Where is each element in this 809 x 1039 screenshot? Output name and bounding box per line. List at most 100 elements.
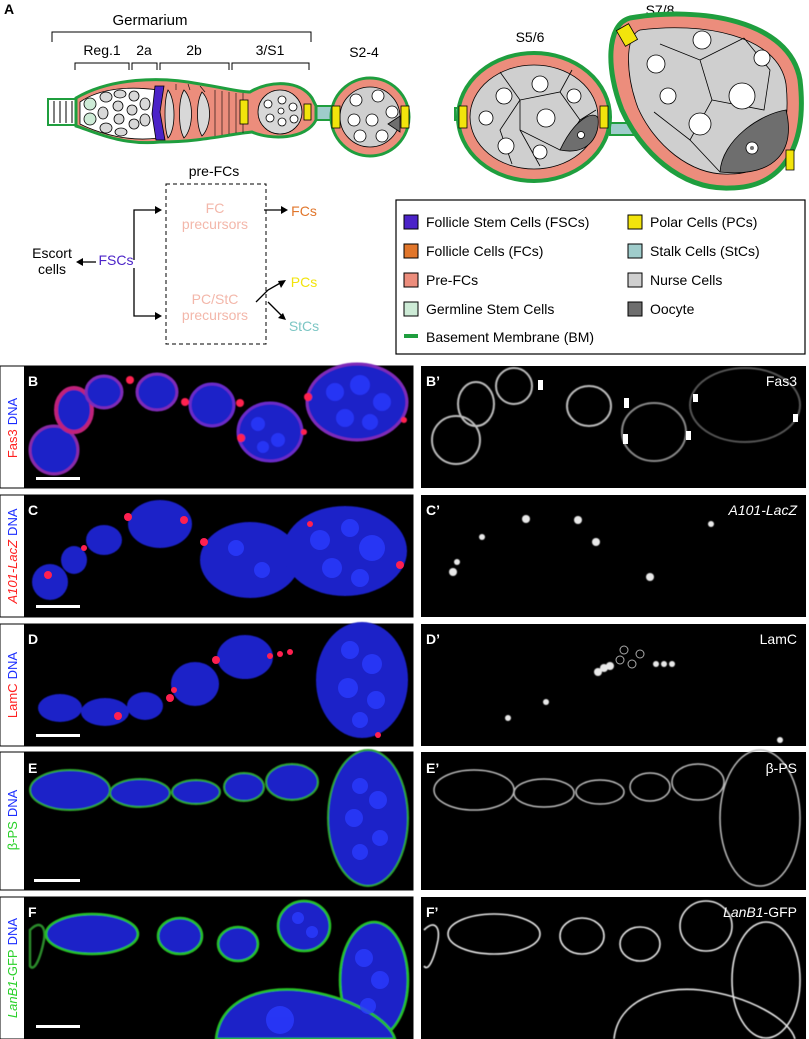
svg-text:Fas3DNA: Fas3DNA bbox=[5, 397, 20, 458]
panel-letter-prime: E’ bbox=[426, 760, 439, 776]
pc-stc-precursors-label: precursors bbox=[182, 307, 248, 323]
scale-bar bbox=[34, 879, 80, 882]
prime-marker-label: Fas3 bbox=[766, 373, 797, 389]
nurse-cell-nuclei bbox=[347, 89, 399, 143]
marker-label: A101-LacZ bbox=[5, 539, 20, 605]
micrograph-single bbox=[421, 752, 806, 890]
ovariole-image-gray bbox=[431, 367, 801, 465]
marker-suffix: -GFP bbox=[5, 949, 20, 980]
dna-label: DNA bbox=[5, 397, 20, 425]
channel-label: LanB1-GFPDNA bbox=[5, 918, 20, 1018]
region-bracket-2b bbox=[159, 62, 230, 70]
stage-label: S5/6 bbox=[516, 29, 545, 45]
fsc-cells bbox=[151, 85, 166, 141]
panel-letter-prime: B’ bbox=[426, 373, 440, 389]
legend-entries: Follicle Stem Cells (FSCs) Polar Cells (… bbox=[403, 214, 760, 345]
region-bracket-3s1 bbox=[231, 62, 310, 70]
scale-bar bbox=[36, 477, 80, 480]
micrograph-single bbox=[421, 897, 806, 1039]
region-2b-cysts bbox=[164, 89, 210, 139]
channel-label: LamC DNA bbox=[5, 652, 20, 718]
oocyte bbox=[719, 109, 789, 174]
panel-letter: D bbox=[28, 631, 38, 647]
panel-letter-prime: F’ bbox=[426, 904, 438, 920]
escort-cells-label: Escort bbox=[32, 245, 72, 261]
legend-swatch bbox=[403, 272, 419, 288]
fas3-signal bbox=[538, 380, 798, 444]
legend-label: Basement Membrane (BM) bbox=[426, 329, 594, 345]
nuclei bbox=[228, 519, 385, 587]
pre-fcs-label: pre-FCs bbox=[189, 163, 240, 179]
legend-label: Follicle Cells (FCs) bbox=[426, 243, 543, 259]
prime-marker-label: LanB1-GFP bbox=[723, 904, 797, 920]
legend-label: Polar Cells (PCs) bbox=[650, 214, 757, 230]
panel-row-e: E β-PSDNA E’ β-PS bbox=[0, 749, 806, 891]
panel-a-letter: A bbox=[4, 1, 14, 17]
svg-text:LamCDNA: LamC DNA bbox=[5, 652, 20, 718]
lacz-signal-gray bbox=[449, 515, 714, 581]
lineage-arrowheads bbox=[76, 206, 288, 320]
lamc-signal-gray bbox=[505, 661, 783, 743]
region-label: Reg.1 bbox=[83, 42, 121, 58]
panel-letter: F bbox=[28, 904, 37, 920]
escort-cells-label: cells bbox=[38, 261, 66, 277]
polar-cells bbox=[303, 103, 312, 121]
region-label: 2b bbox=[186, 42, 202, 58]
panel-row-b: B Fas3DNA B’ Fas3 bbox=[0, 362, 806, 489]
polar-cells bbox=[615, 23, 639, 47]
oocyte-nucleolus bbox=[750, 146, 754, 150]
legend-swatch bbox=[403, 214, 419, 230]
lamc-nuclear-rims bbox=[615, 645, 645, 669]
prime-marker-suffix: -GFP bbox=[764, 904, 797, 920]
stcs-label: StCs bbox=[289, 318, 319, 334]
oocyte-nucleus bbox=[577, 131, 585, 139]
legend-swatch bbox=[627, 301, 643, 317]
legend-box bbox=[395, 199, 806, 355]
prime-marker-label: β-PS bbox=[766, 760, 797, 776]
region-label: 2a bbox=[136, 42, 152, 58]
germline-stem-cell bbox=[83, 97, 97, 111]
panel-row-d: D LamC DNA D’ LamC bbox=[0, 622, 806, 747]
dna-label: DNA bbox=[5, 652, 20, 680]
dna-label: DNA bbox=[5, 508, 20, 536]
germline-cysts bbox=[97, 89, 151, 137]
panel-row-f: F LanB1-GFPDNA F’ LanB1-GFP bbox=[0, 896, 806, 1039]
polar-cells bbox=[331, 105, 341, 129]
fc-precursors-label: FC bbox=[206, 200, 225, 216]
oocyte bbox=[387, 115, 401, 133]
legend-label: Stalk Cells (StCs) bbox=[650, 243, 760, 259]
fc-precursors-label: precursors bbox=[182, 216, 248, 232]
region-label: 3/S1 bbox=[256, 42, 285, 58]
fcs-label: FCs bbox=[291, 203, 317, 219]
region-bracket-2a bbox=[131, 62, 158, 70]
legend-swatch bbox=[627, 272, 643, 288]
beta-ps-signal-gray bbox=[433, 749, 801, 887]
svg-text:LanB1-GFPDNA: LanB1-GFPDNA bbox=[5, 918, 20, 1018]
legend-label: Nurse Cells bbox=[650, 272, 722, 288]
stage-label: S2-4 bbox=[349, 44, 379, 60]
polar-cells bbox=[458, 105, 468, 129]
nuclei bbox=[345, 778, 388, 860]
ovariole-image bbox=[32, 500, 407, 600]
pcs-label: PCs bbox=[291, 274, 317, 290]
stage1-nurse-cells bbox=[263, 95, 299, 127]
germline-stem-cell bbox=[83, 112, 97, 126]
legend-label: Oocyte bbox=[650, 301, 695, 317]
germarium-bracket bbox=[51, 31, 312, 42]
region-bracket-reg1 bbox=[74, 62, 130, 70]
micrograph-single bbox=[421, 624, 806, 746]
channel-label: A101-LacZ DNA bbox=[5, 508, 20, 604]
polar-cells bbox=[400, 105, 410, 129]
marker-label: LamC bbox=[5, 683, 20, 718]
dna-label: DNA bbox=[5, 918, 20, 946]
pre-fcs-box bbox=[165, 183, 267, 345]
terminal-filament bbox=[53, 101, 73, 123]
legend-swatch bbox=[403, 243, 419, 259]
panel-letter-prime: D’ bbox=[426, 631, 440, 647]
panel-row-c: C A101-LacZDNA C’ A101-LacZ bbox=[0, 494, 806, 618]
panel-letter: B bbox=[28, 373, 38, 389]
scale-bar bbox=[36, 605, 80, 608]
lamc-signal bbox=[114, 649, 381, 738]
dna-label: DNA bbox=[5, 789, 20, 817]
